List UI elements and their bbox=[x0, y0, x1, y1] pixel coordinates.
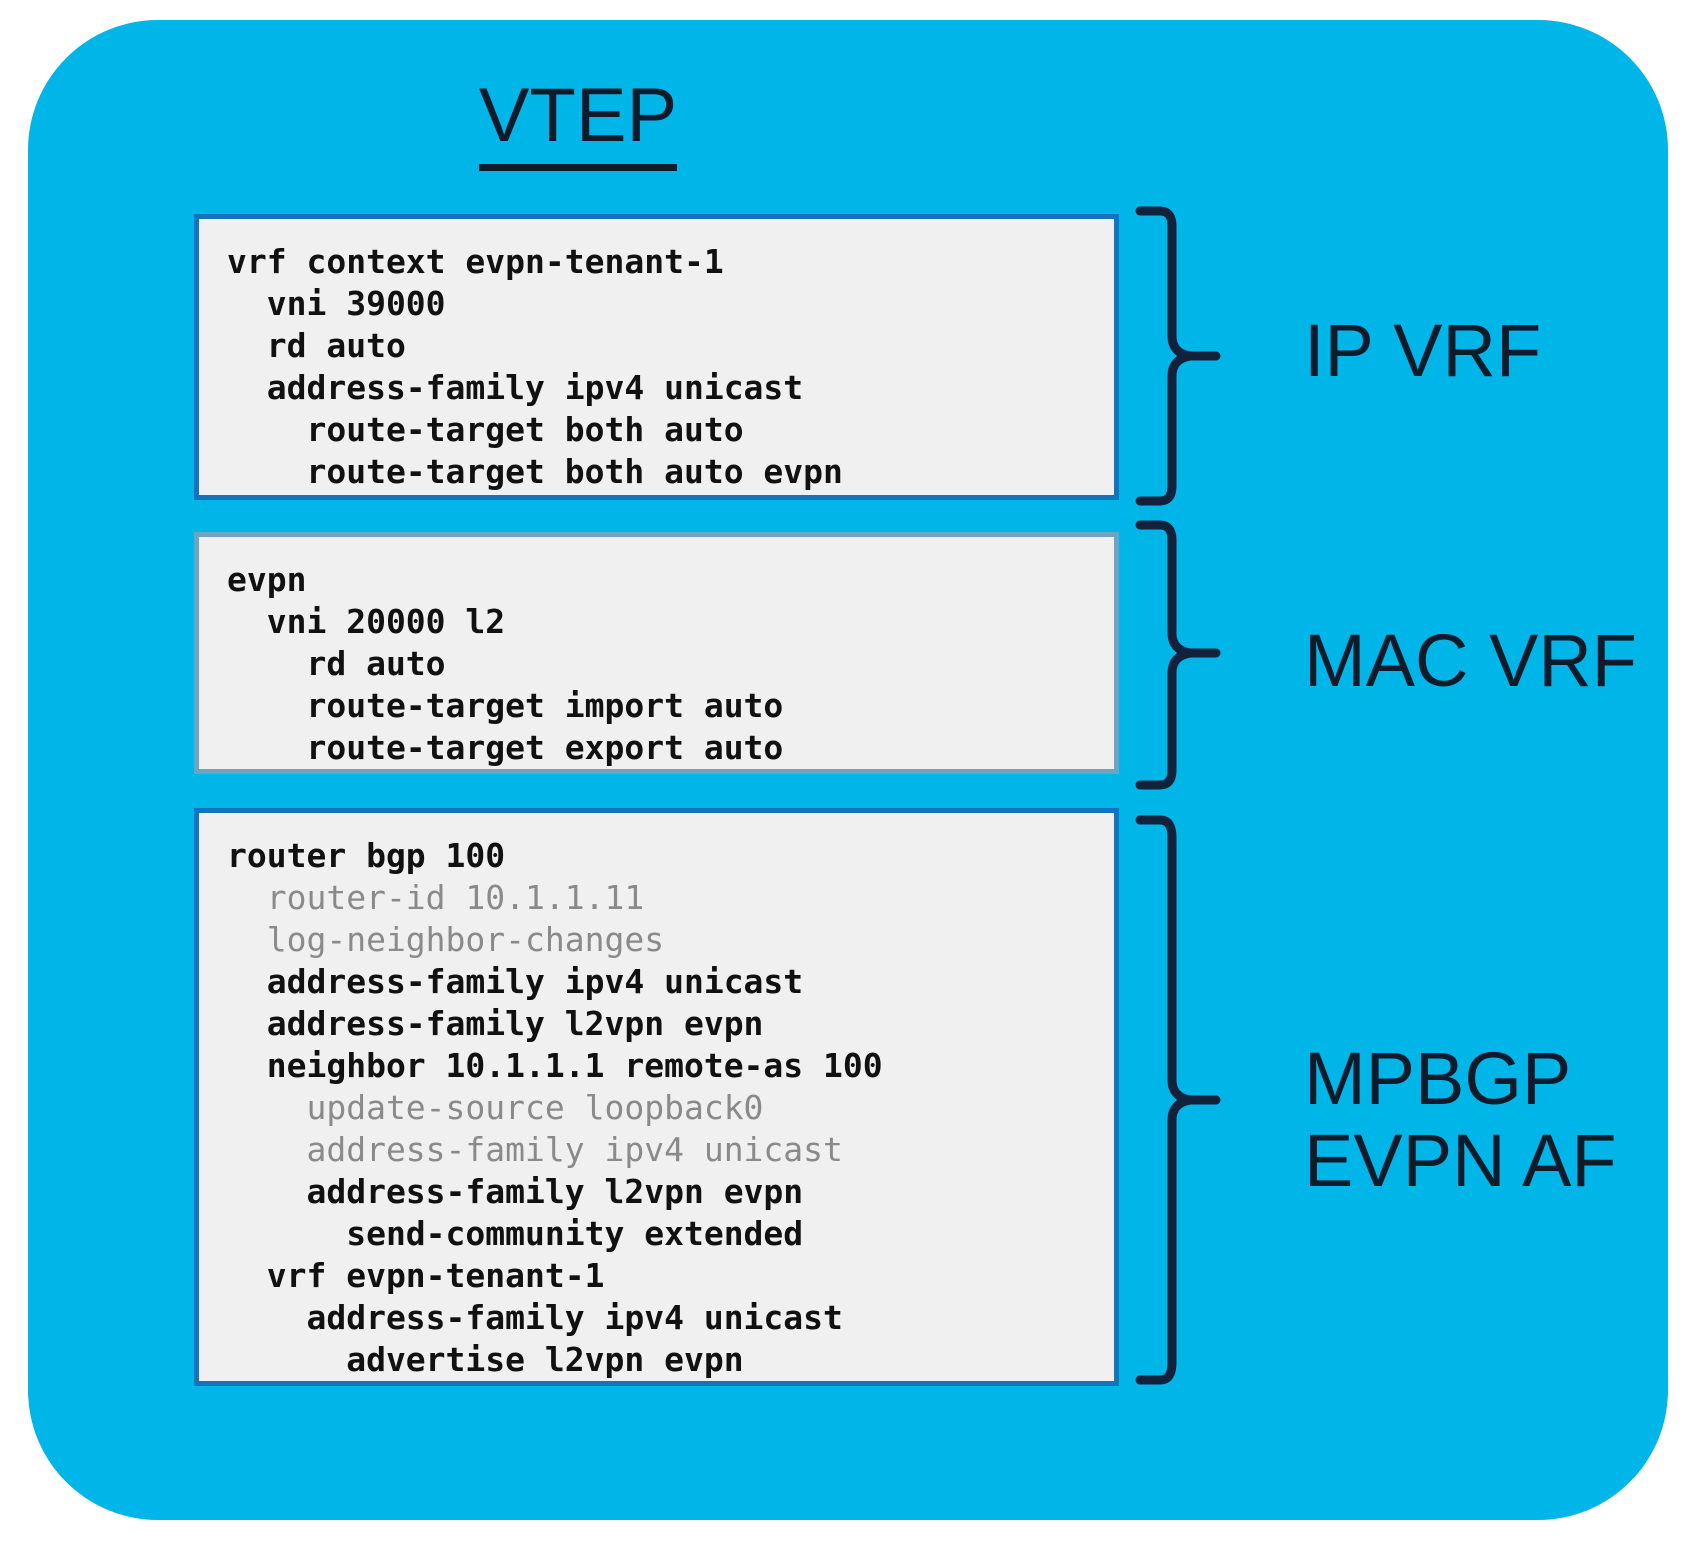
config-line: router-id 10.1.1.11 bbox=[227, 878, 645, 917]
config-line: update-source loopback0 bbox=[227, 1088, 764, 1127]
config-line: neighbor 10.1.1.1 remote-as 100 bbox=[227, 1046, 883, 1085]
brace-mpbgp-evpn-af-icon bbox=[1132, 815, 1222, 1385]
config-line: route-target both auto bbox=[227, 410, 744, 449]
brace-ip-vrf-icon bbox=[1132, 206, 1222, 506]
config-line: route-target both auto evpn bbox=[227, 452, 843, 491]
config-box-mac-vrf: evpn vni 20000 l2 rd auto route-target i… bbox=[194, 532, 1119, 774]
config-line: route-target export auto bbox=[227, 728, 784, 767]
config-line: address-family l2vpn evpn bbox=[227, 1004, 764, 1043]
config-line: rd auto bbox=[227, 326, 406, 365]
config-line: vni 39000 bbox=[227, 284, 446, 323]
page-title: VTEP bbox=[28, 73, 1128, 171]
config-box-mpbgp-evpn-af: router bgp 100 router-id 10.1.1.11 log-n… bbox=[194, 808, 1119, 1386]
label-ip-vrf: IP VRF bbox=[1304, 309, 1542, 392]
config-line: address-family ipv4 unicast bbox=[227, 962, 804, 1001]
config-line: address-family ipv4 unicast bbox=[227, 1298, 843, 1337]
config-line: log-neighbor-changes bbox=[227, 920, 665, 959]
vtep-panel: VTEP vrf context evpn-tenant-1 vni 39000… bbox=[28, 20, 1668, 1520]
config-line: rd auto bbox=[227, 644, 446, 683]
config-line: vrf evpn-tenant-1 bbox=[227, 1256, 605, 1295]
config-box-ip-vrf: vrf context evpn-tenant-1 vni 39000 rd a… bbox=[194, 214, 1119, 500]
label-mac-vrf: MAC VRF bbox=[1304, 619, 1637, 702]
config-line: advertise l2vpn evpn bbox=[227, 1340, 744, 1379]
config-line: address-family ipv4 unicast bbox=[227, 1130, 843, 1169]
config-line: route-target import auto bbox=[227, 686, 784, 725]
config-line: vni 20000 l2 bbox=[227, 602, 506, 641]
config-line: address-family ipv4 unicast bbox=[227, 368, 804, 407]
config-line: router bgp 100 bbox=[227, 836, 506, 875]
config-line: evpn bbox=[227, 560, 307, 599]
brace-mac-vrf-icon bbox=[1132, 520, 1222, 790]
label-mpbgp-evpn-af: MPBGP EVPN AF bbox=[1304, 1037, 1617, 1202]
config-line: send-community extended bbox=[227, 1214, 804, 1253]
config-line: address-family l2vpn evpn bbox=[227, 1172, 804, 1211]
config-line: vrf context evpn-tenant-1 bbox=[227, 242, 724, 281]
page-title-text: VTEP bbox=[478, 73, 678, 171]
